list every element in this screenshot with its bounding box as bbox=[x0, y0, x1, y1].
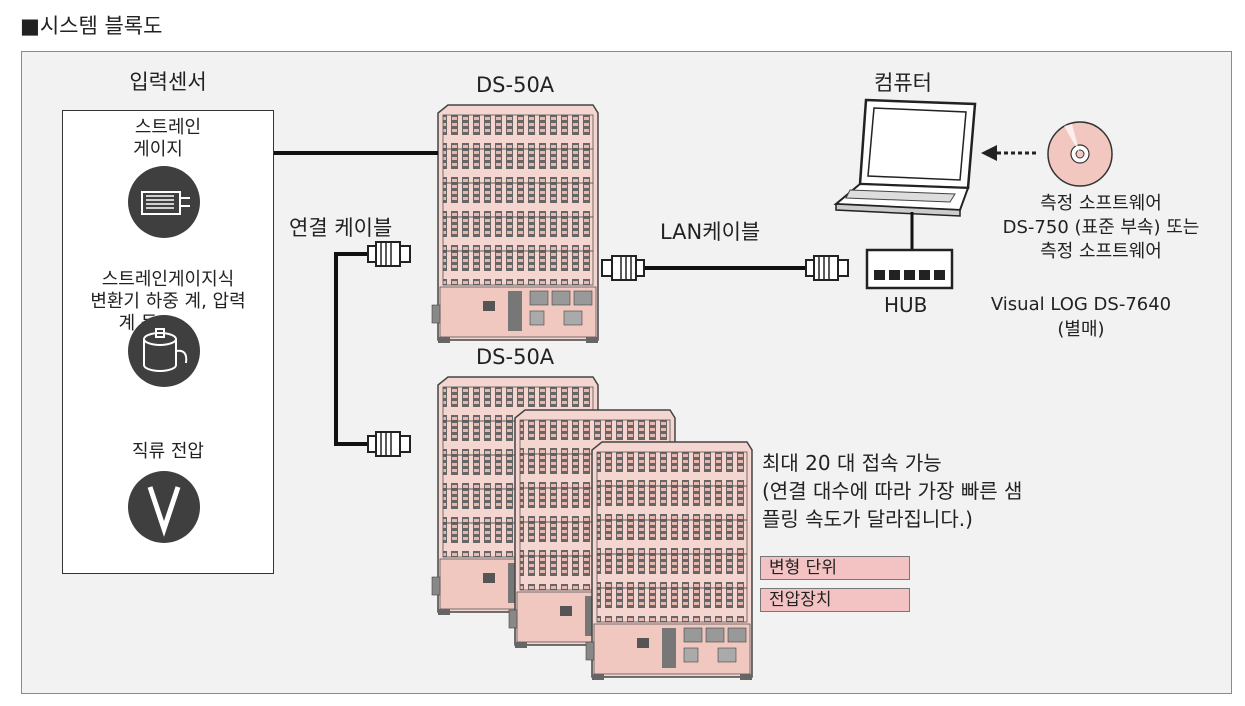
load-cell-icon bbox=[128, 315, 200, 387]
ds50a-top-device bbox=[431, 104, 599, 344]
page-title: ■시스템 블록도 bbox=[20, 14, 163, 38]
sensor-label-voltage: 직류 전압 bbox=[132, 441, 204, 462]
ds50a-top-label: DS-50A bbox=[476, 73, 555, 97]
strain-gauge-icon bbox=[128, 166, 200, 238]
laptop-icon bbox=[833, 98, 977, 217]
tag-voltage-unit: 전압장치 bbox=[760, 588, 910, 612]
hub-label: HUB bbox=[884, 293, 928, 317]
software-text: 측정 소프트웨어 DS-750 (표준 부속) 또는 측정 소프트웨어 bbox=[1002, 193, 1200, 262]
software-extra-text: Visual LOG DS-7640 (별매) bbox=[990, 294, 1172, 340]
ds50a-bottom-label: DS-50A bbox=[476, 345, 555, 369]
computer-label: 컴퓨터 bbox=[874, 71, 932, 95]
max-connection-note: 최대 20 대 접속 가능 (연결 대수에 따라 가장 빠른 샘 플링 속도가 … bbox=[762, 451, 1023, 531]
arrow-left-icon bbox=[981, 145, 1036, 161]
sensor-label-strain: 스트레인 게이지 bbox=[133, 117, 202, 160]
cd-icon bbox=[1047, 121, 1113, 187]
sensor-label-transducer: 스트레인게이지식 변환기 하중 계, 압력 계 등 bbox=[90, 269, 246, 334]
voltage-v-icon bbox=[128, 471, 200, 543]
sensor-title: 입력센서 bbox=[129, 70, 207, 94]
ds50a-stack bbox=[431, 376, 753, 681]
tag-strain-unit: 변형 단위 bbox=[760, 556, 910, 580]
link-cable-label: 연결 케이블 bbox=[289, 216, 393, 240]
lan-cable-label: LAN케이블 bbox=[660, 220, 761, 244]
hub-icon bbox=[865, 212, 954, 290]
lan-cable bbox=[601, 255, 849, 281]
link-cable bbox=[334, 241, 411, 457]
